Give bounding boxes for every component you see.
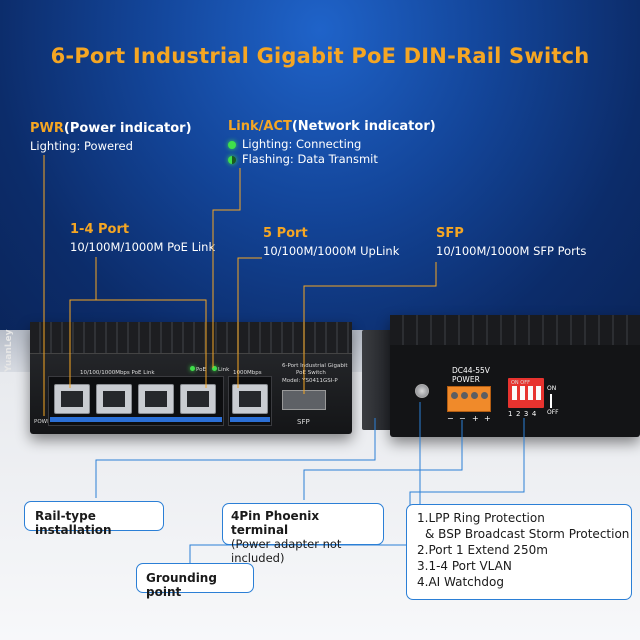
led-flashing-icon [228,155,236,164]
poe-led-label: PoE [196,367,206,373]
features-callout: 1.LPP Ring Protection & BSP Broadcast St… [406,504,632,600]
switch-side-panel [390,315,640,437]
phoenix-callout-title: 4Pin Phoenix terminal [231,509,320,537]
power-spec: DC44-55V POWER [452,366,490,384]
terminal-screw-icon [471,392,478,399]
pwr-heading: PWR(Power indicator) [30,121,192,136]
pwr-heading-rest: (Power indicator) [63,121,192,136]
phoenix-terminal-block[interactable] [447,386,491,412]
feature-item: 3.1-4 Port VLAN [417,559,512,573]
dip-on-label: ON [547,385,557,392]
side-heatsink-fins [390,315,640,345]
dip-numbers: 1234 [508,410,540,418]
terminal-minus-label: − [447,414,454,423]
grounding-screw-icon[interactable] [415,384,429,398]
model-line-2: PoE Switch [296,370,326,376]
din-rail-clip [362,330,392,430]
poe-led-icon [190,366,195,371]
phoenix-callout-note: (Power adapter not included) [231,537,342,565]
model-line-1: 6-Port Industrial Gigabit [282,363,348,369]
rj45-port-1[interactable] [54,384,90,414]
terminal-minus-label: − [459,414,466,423]
terminal-plus-label: + [472,414,479,423]
dip-switch-2[interactable] [520,386,525,400]
uplink-speed-label: 1000Mbps [233,370,262,376]
link-heading-accent: Link/ACT [228,119,292,134]
rj45-port-2[interactable] [96,384,132,414]
port-5-description: 10/100M/1000M UpLink [263,244,400,258]
sfp-heading: SFP [436,226,464,241]
rj45-port-4[interactable] [180,384,216,414]
ports-1-4-heading: 1-4 Port [70,222,130,237]
link-lighting-text: Lighting: Connecting [242,137,362,151]
dip-on-off-label: ON OFF [511,380,530,386]
brand-logo: YuanLey [4,329,14,372]
feature-item: & BSP Broadcast Storm Protection [425,527,630,541]
sfp-port-label: SFP [297,418,310,426]
feature-item: 2.Port 1 Extend 250m [417,543,548,557]
link-heading-rest: (Network indicator) [291,119,436,134]
rj45-port-3[interactable] [138,384,174,414]
sfp-port[interactable] [282,390,326,410]
feature-item: 4.AI Watchdog [417,575,504,589]
sfp-description: 10/100M/1000M SFP Ports [436,244,587,258]
model-line-3: Model: YS0411GSI-P [282,378,338,384]
rj45-port-5[interactable] [232,384,268,414]
terminal-plus-label: + [484,414,491,423]
poe-port-strip [50,417,222,422]
dip-switch-block[interactable] [508,378,544,408]
pwr-heading-accent: PWR [30,121,64,136]
feature-item: 1.LPP Ring Protection [417,511,545,525]
power-led-label: POWER [34,419,55,425]
grounding-callout-text: Grounding point [146,571,217,599]
link-led-label: Link [218,367,230,373]
power-spec-voltage: DC44-55V [452,366,490,375]
rail-callout-text: Rail-type installation [35,509,112,537]
link-flashing-text: Flashing: Data Transmit [242,152,378,166]
poe-link-label: 10/100/1000Mbps PoE Link [80,370,155,376]
dip-off-label: OFF [547,409,559,416]
grounding-callout: Grounding point [136,563,254,599]
dip-switch-1[interactable] [512,386,517,400]
heatsink-fins [30,322,352,354]
terminal-screw-icon [481,392,488,399]
power-spec-word: POWER [452,374,480,384]
link-flashing: Flashing: Data Transmit [228,152,378,166]
rail-callout: Rail-type installation [24,501,164,537]
dip-switch-3[interactable] [528,386,533,400]
link-led-icon [212,366,217,371]
led-solid-icon [228,140,236,149]
terminal-screw-icon [461,392,468,399]
pwr-description: Lighting: Powered [30,139,133,153]
page-title: 6-Port Industrial Gigabit PoE DIN-Rail S… [50,44,590,68]
phoenix-callout: 4Pin Phoenix terminal (Power adapter not… [222,503,384,565]
terminal-screw-icon [451,392,458,399]
link-lighting: Lighting: Connecting [228,137,361,151]
link-heading: Link/ACT(Network indicator) [228,119,436,134]
ports-1-4-description: 10/100M/1000M PoE Link [70,240,216,254]
dip-switch-4[interactable] [536,386,541,400]
on-off-indicator [550,394,552,408]
uplink-port-strip [230,417,270,422]
port-5-heading: 5 Port [263,226,308,241]
